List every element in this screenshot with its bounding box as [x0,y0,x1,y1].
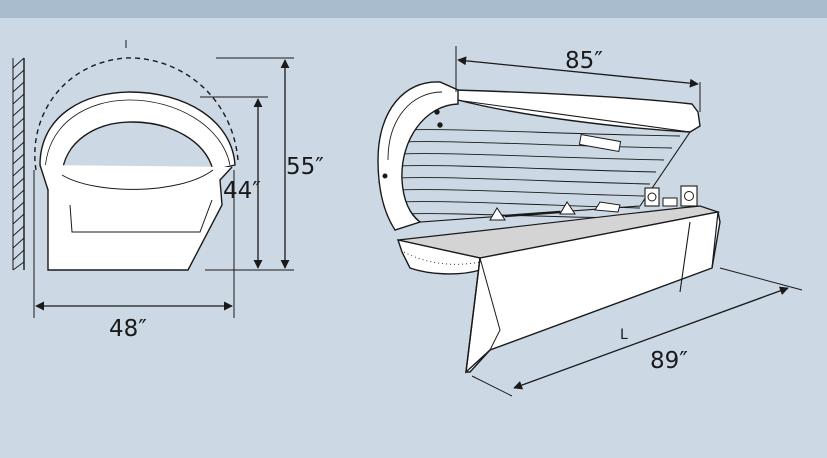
wall-hatching [12,57,25,271]
height-open-label: 55″ [286,154,324,180]
bed-acrylic-surface [397,205,721,259]
front-view [12,40,294,318]
top-band [0,0,827,18]
canopy-closed [39,91,236,177]
speaker-left [644,187,660,207]
canopy-length-dimension-line [457,56,699,88]
width-label: 48″ [109,316,147,342]
canopy-length-label: 85″ [565,48,603,74]
bed-length-label: 89″ [650,348,688,374]
speaker-right [680,185,698,207]
bed-length-dimension-line [513,286,789,390]
side-view [377,46,803,397]
length-symbol-label: L [620,327,628,343]
canopy-lamp-tubes [397,129,681,219]
height-closed-label: 44″ [223,178,261,204]
front-bed-base [47,179,223,271]
open-canopy-outline [34,57,239,171]
canopy-top-panel [455,89,701,133]
canopy-end-cap [377,81,459,231]
